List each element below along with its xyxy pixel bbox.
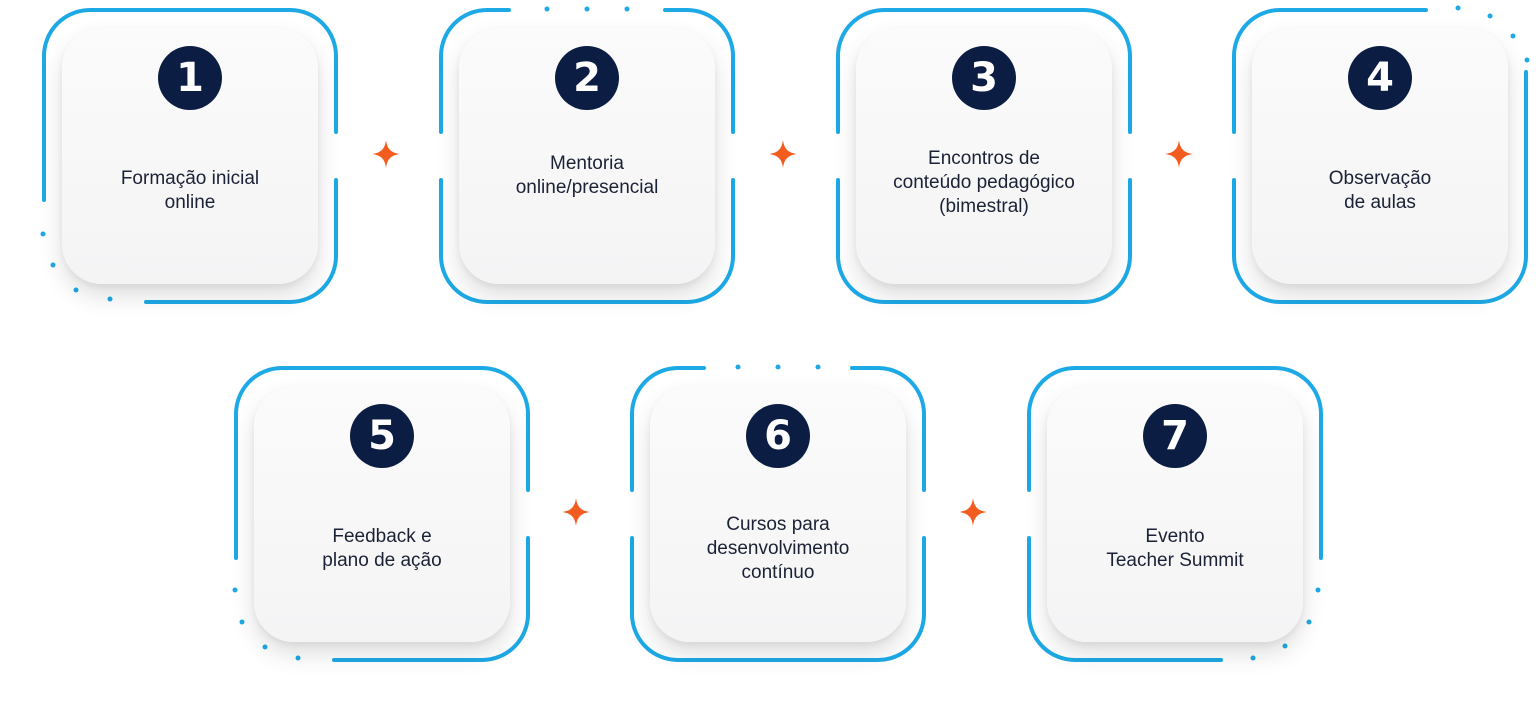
frame-outline (663, 8, 735, 134)
dots-icon (1455, 5, 1530, 63)
four-point-star-icon (1165, 140, 1193, 168)
step-label: Formação inicial online (70, 136, 310, 246)
step-label-line: conteúdo pedagógico (893, 172, 1075, 193)
frame-outline (234, 366, 530, 560)
step-label-line: Evento (1145, 526, 1205, 547)
step-frame (232, 366, 530, 662)
step-number-badge: 3 (952, 46, 1016, 110)
step-label: Cursos para desenvolvimento contínuo (658, 494, 898, 604)
step-number-badge: 7 (1143, 404, 1207, 468)
step-label-line: Mentoria (550, 153, 624, 174)
step-label-line: Teacher Summit (1106, 550, 1244, 571)
four-point-star-icon (769, 140, 797, 168)
step-label-line: Cursos para (726, 514, 830, 535)
step-frame (1232, 5, 1530, 304)
frame-outline (439, 178, 735, 304)
step-label-line: online/presencial (515, 177, 659, 198)
dots-icon (544, 6, 630, 12)
dots-icon (735, 364, 821, 370)
step-frame (1027, 366, 1323, 662)
frame-outline (1232, 70, 1528, 304)
step-frame (439, 6, 735, 304)
step-3: 3 Encontros de conteúdo pedagógico (bime… (834, 6, 1134, 306)
frame-outline (1027, 536, 1223, 662)
step-4: 4 Observação de aulas (1230, 5, 1530, 306)
step-label-line: contínuo (741, 562, 815, 583)
step-6: 6 Cursos para desenvolvimento contínuo (628, 364, 928, 664)
step-number-badge: 1 (158, 46, 222, 110)
frame-outline (42, 8, 338, 202)
step-frame (836, 8, 1132, 304)
step-1: 1 Formação inicial online (40, 6, 340, 306)
step-label-line: Feedback e (332, 526, 432, 547)
step-label-line: (bimestral) (939, 196, 1029, 217)
step-7: 7 Evento Teacher Summit (1025, 364, 1325, 664)
step-label-line: Encontros de (928, 148, 1040, 169)
frame-outline (630, 366, 706, 492)
step-label: Mentoria online/presencial (467, 121, 707, 231)
step-label-line: desenvolvimento (706, 538, 850, 559)
four-point-star-icon (562, 498, 590, 526)
step-label: Feedback e plano de ação (262, 494, 502, 604)
step-label: Observação de aulas (1260, 136, 1500, 246)
step-frame (40, 8, 338, 304)
step-label-line: online (164, 192, 216, 213)
four-point-star-icon (959, 498, 987, 526)
step-2: 2 Mentoria online/presencial (437, 6, 737, 306)
frame-outline (836, 178, 1132, 304)
step-frame (630, 364, 926, 662)
dots-icon (232, 587, 301, 661)
dots-icon (1250, 587, 1321, 661)
frame-outline (836, 8, 1132, 134)
step-number-badge: 6 (746, 404, 810, 468)
step-label-line: Formação inicial (120, 168, 260, 189)
frame-outline (630, 536, 926, 662)
frame-outline (1027, 366, 1323, 560)
frame-outline (850, 366, 926, 492)
dots-icon (40, 231, 113, 302)
step-label: Evento Teacher Summit (1055, 494, 1295, 604)
step-number-badge: 2 (555, 46, 619, 110)
four-point-star-icon (372, 140, 400, 168)
frame-outline (1232, 8, 1428, 134)
step-number-badge: 5 (350, 404, 414, 468)
frame-outline (332, 536, 530, 662)
step-label-line: plano de ação (322, 550, 442, 571)
step-label-line: de aulas (1344, 192, 1416, 213)
step-number-badge: 4 (1348, 46, 1412, 110)
frame-outline (439, 8, 511, 134)
step-label-line: Observação (1328, 168, 1432, 189)
step-5: 5 Feedback e plano de ação (232, 364, 532, 664)
frame-outline (144, 178, 338, 304)
step-label: Encontros de conteúdo pedagógico (bimest… (864, 128, 1104, 238)
